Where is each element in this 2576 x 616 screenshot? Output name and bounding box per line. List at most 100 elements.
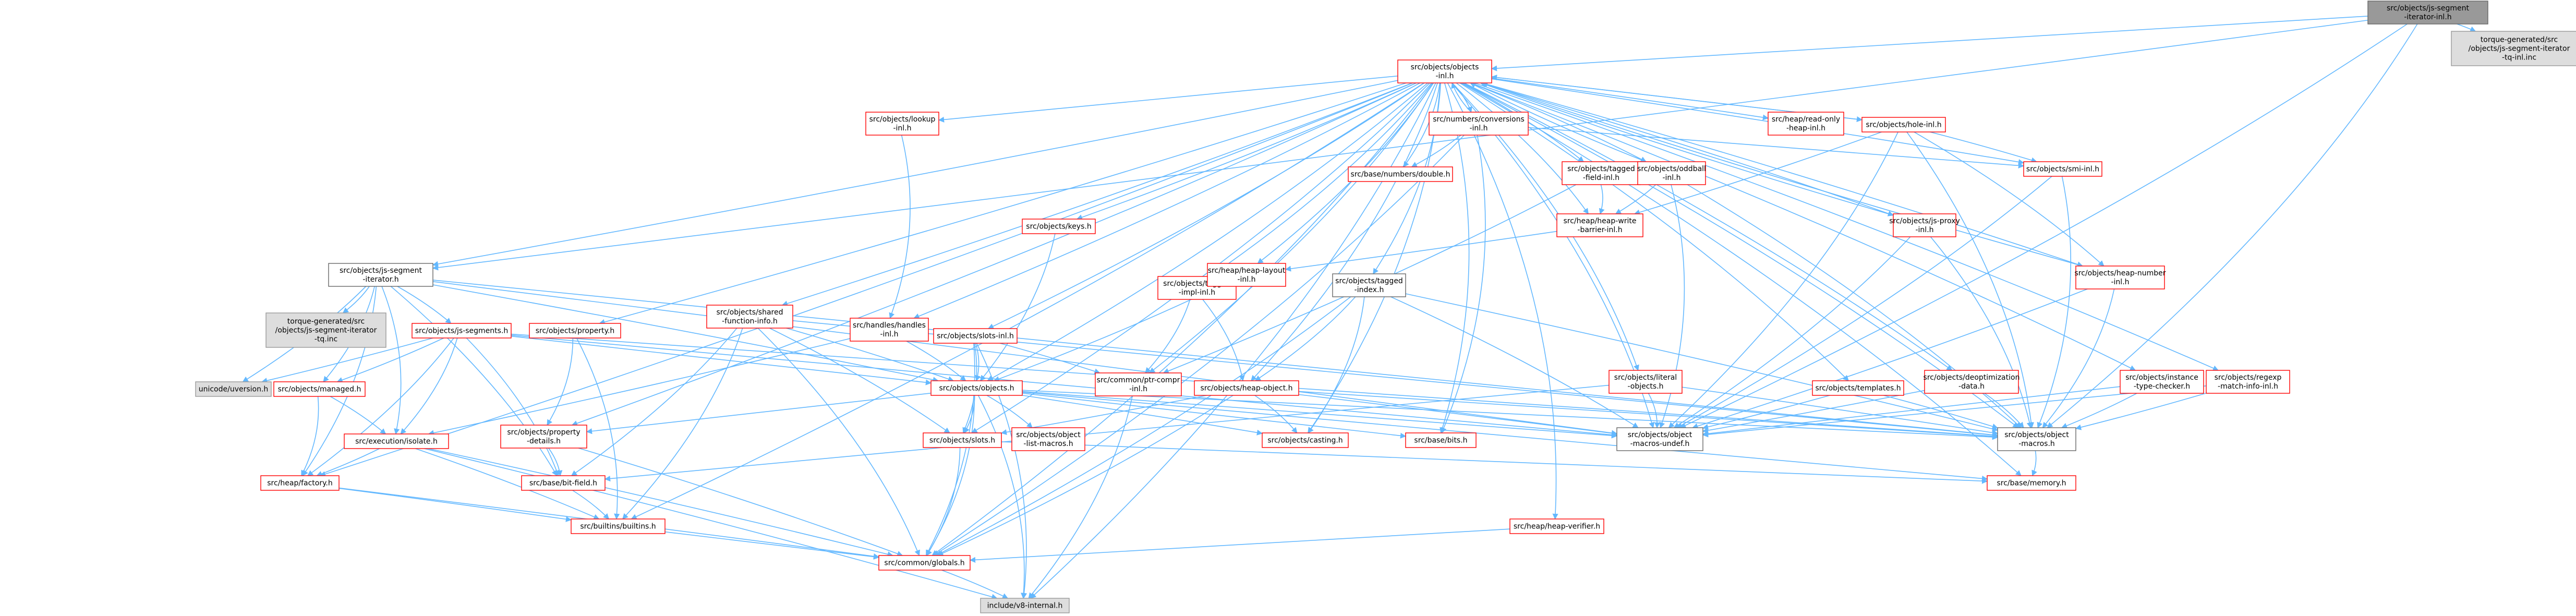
node-box <box>980 598 1070 613</box>
edge-hole_inl-to-obj_macros <box>1906 131 2035 429</box>
edge-root-to-obj_macros <box>2047 23 2418 428</box>
edge-objects_inl-to-base_double <box>1403 82 1441 167</box>
node-box <box>1637 161 1706 185</box>
edge-objects_inl-to-read_only_heap <box>1491 78 1769 120</box>
edge-objects_inl-to-keys_h <box>1076 82 1417 220</box>
node-prop-details[interactable]: src/objects/property-details.h <box>500 425 587 449</box>
node-base-memory[interactable]: src/base/memory.h <box>1987 475 2076 491</box>
node-base-bits[interactable]: src/base/bits.h <box>1405 432 1477 448</box>
node-js-segments[interactable]: src/objects/js-segments.h <box>412 323 512 339</box>
node-obj-macros-undef[interactable]: src/objects/object-macros-undef.h <box>1616 427 1703 451</box>
node-heap-layout-inl[interactable]: src/heap/heap-layout-inl.h <box>1207 263 1286 287</box>
edge-objects_inl-to-js_proxy_inl <box>1480 82 1894 216</box>
edge-root-to-obj_macros_undef <box>1680 23 2408 428</box>
edge-js_seg_iter-to-objects_h <box>432 284 939 383</box>
node-prop-h[interactable]: src/objects/property.h <box>529 323 621 339</box>
node-box <box>1022 219 1096 234</box>
node-tq-inc-top[interactable]: torque-generated/src/objects/js-segment-… <box>2451 31 2576 66</box>
node-heap-object[interactable]: src/objects/heap-object.h <box>1194 380 1299 396</box>
edge-obj_macros-to-base_memory <box>2031 450 2037 477</box>
edge-js_seg_iter-to-tq_inc_left <box>342 286 370 313</box>
node-label: torque-generated/src <box>2481 36 2558 44</box>
node-builtins[interactable]: src/builtins/builtins.h <box>571 518 666 534</box>
node-templates-h[interactable]: src/objects/templates.h <box>1812 380 1904 396</box>
node-deopt-data[interactable]: src/objects/deoptimization-data.h <box>1924 370 2020 394</box>
node-shared-fn[interactable]: src/objects/shared-function-info.h <box>706 305 793 329</box>
node-label: -inl.h <box>1129 385 1147 393</box>
node-label: src/objects/hole-inl.h <box>1866 121 1941 129</box>
node-box <box>500 425 587 449</box>
node-factory[interactable]: src/heap/factory.h <box>260 475 340 491</box>
edge-heap_object-to-obj_macros_undef <box>1298 394 1618 437</box>
node-regexp-match[interactable]: src/objects/regexp-match-info-inl.h <box>2206 370 2290 394</box>
node-heap-verifier[interactable]: src/heap/heap-verifier.h <box>1509 518 1604 534</box>
node-base-double[interactable]: src/base/numbers/double.h <box>1348 166 1453 182</box>
node-obj-list-macros[interactable]: src/objects/object-list-macros.h <box>1011 427 1085 451</box>
edge-root-to-tq_inc_top <box>2457 23 2476 32</box>
node-label: src/objects/object <box>1016 431 1081 439</box>
edge-objects_inl-to-tagged_field_inl <box>1462 82 1585 162</box>
node-heap-number-inl[interactable]: src/objects/heap-number-inl.h <box>2075 265 2166 289</box>
node-handles-inl[interactable]: src/handles/handles-inl.h <box>850 318 929 342</box>
edge-slots_inl-to-v8_internal <box>976 343 1027 599</box>
edge-conversions_inl-to-base_bits <box>1441 135 1486 434</box>
node-label: -details.h <box>527 437 561 445</box>
node-bit-field[interactable]: src/base/bit-field.h <box>521 475 606 491</box>
node-slots-inl[interactable]: src/objects/slots-inl.h <box>933 328 1018 344</box>
node-tagged-field-inl[interactable]: src/objects/tagged-field-inl.h <box>1562 161 1641 185</box>
node-v8-internal[interactable]: include/v8-internal.h <box>980 598 1070 613</box>
node-tq-inc-left[interactable]: torque-generated/src/objects/js-segment-… <box>265 312 386 348</box>
node-write-barrier[interactable]: src/heap/heap-write-barrier-inl.h <box>1556 213 1643 237</box>
node-smi-inl[interactable]: src/objects/smi-inl.h <box>2023 161 2102 177</box>
node-lookup-inl[interactable]: src/objects/lookup-inl.h <box>865 112 939 136</box>
edge-js_segments-to-unicode <box>261 337 433 384</box>
node-casting[interactable]: src/objects/casting.h <box>1262 432 1349 448</box>
node-tagged-index[interactable]: src/objects/tagged-index.h <box>1332 273 1406 297</box>
node-box <box>1768 112 1844 136</box>
node-keys-h[interactable]: src/objects/keys.h <box>1022 219 1096 234</box>
node-objects-inl[interactable]: src/objects/objects-inl.h <box>1397 59 1492 83</box>
node-label: src/objects/heap-number <box>2075 269 2166 277</box>
node-box <box>1095 372 1182 396</box>
edge-tagged_field_inl-to-write_barrier <box>1599 184 1605 215</box>
node-js-seg-iter[interactable]: src/objects/js-segment-iterator.h <box>328 263 433 287</box>
edge-heap_object-to-obj_macros <box>1298 391 1999 440</box>
node-box <box>1609 370 1683 394</box>
edge-shared_fn-to-globals <box>757 328 920 557</box>
node-globals[interactable]: src/common/globals.h <box>878 555 971 571</box>
node-root[interactable]: src/objects/js-segment-iterator-inl.h <box>2367 1 2488 25</box>
edge-lookup_inl-to-handles_inl <box>889 135 911 319</box>
node-label: src/objects/casting.h <box>1267 437 1343 445</box>
node-conversions-inl[interactable]: src/numbers/conversions-inl.h <box>1429 112 1529 136</box>
edge-js_proxy_inl-to-objects_inl <box>1480 82 1894 216</box>
node-isolate[interactable]: src/execution/isolate.h <box>344 433 449 449</box>
node-ptr-compr-inl[interactable]: src/common/ptr-compr-inl.h <box>1095 372 1182 396</box>
node-label: src/objects/js-segment <box>340 267 422 275</box>
node-box <box>2075 265 2165 289</box>
node-managed[interactable]: src/objects/managed.h <box>273 381 366 397</box>
edge-literal_objects-to-bit_field <box>604 384 1610 482</box>
edge-isolate-to-builtins <box>415 448 600 520</box>
node-obj-macros[interactable]: src/objects/object-macros.h <box>1997 427 2076 451</box>
node-label: src/objects/slots-inl.h <box>937 332 1014 341</box>
node-read-only-heap[interactable]: src/heap/read-only-heap-inl.h <box>1768 112 1844 136</box>
edge-smi_inl-to-obj_macros_undef <box>1676 176 2052 428</box>
node-js-proxy-inl[interactable]: src/objects/js-proxy-inl.h <box>1889 213 1960 237</box>
node-label: src/objects/objects.h <box>939 384 1014 393</box>
node-instance-type-checker[interactable]: src/objects/instance-type-checker.h <box>2120 370 2204 394</box>
node-hole-inl[interactable]: src/objects/hole-inl.h <box>1861 117 1946 132</box>
node-slots-h[interactable]: src/objects/slots.h <box>923 432 1002 448</box>
node-unicode[interactable]: unicode/uversion.h <box>195 381 272 397</box>
node-box <box>1262 432 1349 448</box>
edge-oddball_inl-to-objects_inl <box>1470 82 1647 162</box>
node-oddball-inl[interactable]: src/objects/oddball-inl.h <box>1637 161 1706 185</box>
node-objects-h[interactable]: src/objects/objects.h <box>930 380 1023 396</box>
node-label: -iterator.h <box>362 275 398 284</box>
edge-js_proxy_inl-to-obj_macros <box>1930 236 2033 429</box>
node-label: src/objects/object <box>2004 431 2069 439</box>
edge-root-to-js_seg_iter <box>432 19 2368 271</box>
node-literal-objects[interactable]: src/objects/literal-objects.h <box>1609 370 1683 394</box>
edge-keys_h-to-objects_h <box>979 233 1056 381</box>
node-label: src/objects/js-proxy <box>1889 217 1960 225</box>
